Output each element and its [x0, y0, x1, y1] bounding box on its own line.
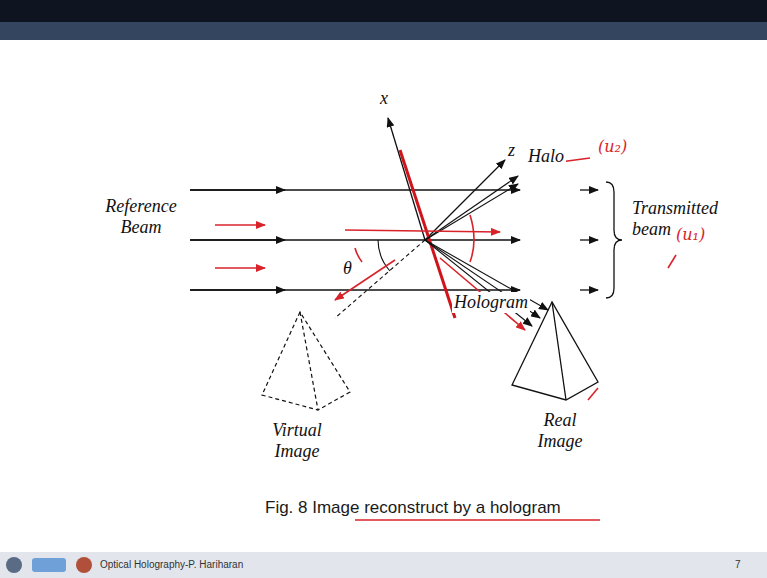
page-number: 7 — [735, 559, 741, 571]
z-axis — [425, 160, 505, 240]
part-label: Hologram — [452, 292, 530, 313]
bracket — [606, 182, 622, 298]
footer-logo — [76, 557, 92, 573]
real-image-rays — [425, 240, 548, 326]
real-image-pyramid — [512, 302, 598, 400]
virtual-ray — [335, 240, 425, 318]
header-band — [0, 22, 767, 40]
figure-caption: Fig. 8 Image reconstruct by a hologram — [265, 498, 561, 518]
axis-label: x — [380, 88, 388, 109]
part-label: Virtual Image — [262, 420, 332, 461]
footer-text: Optical Holography-P. Hariharan — [100, 559, 243, 571]
header-bar — [0, 0, 767, 22]
halo-rays — [425, 176, 518, 240]
hologram-plate — [400, 150, 455, 318]
part-label: Reference Beam — [96, 196, 186, 237]
footer-logo — [32, 558, 66, 572]
footer-bar — [0, 552, 767, 578]
beam-lines — [190, 190, 598, 290]
caption-underline — [355, 519, 600, 521]
angle-label: θ — [343, 258, 352, 279]
part-label: Real Image — [530, 410, 590, 451]
annotation-strokes — [0, 158, 676, 552]
axis-label: z — [508, 140, 515, 161]
handwritten-note: (u₂) — [598, 138, 627, 156]
x-axis — [388, 118, 425, 240]
handwritten-note: (u₁) — [676, 226, 705, 244]
part-label: Halo — [526, 146, 566, 167]
footer-logo — [6, 557, 22, 573]
angle-arc — [378, 240, 390, 271]
virtual-image-pyramid — [262, 312, 350, 410]
